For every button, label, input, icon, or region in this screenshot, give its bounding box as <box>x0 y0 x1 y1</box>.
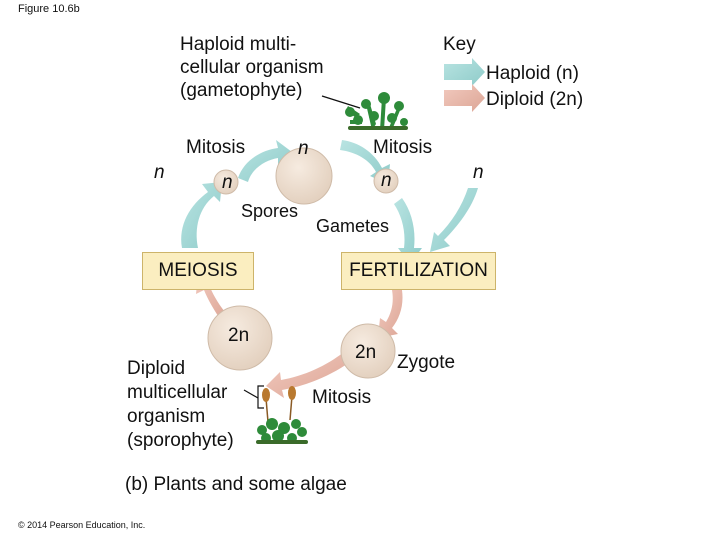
diploid-key-arrow <box>444 84 485 112</box>
spore-cell-n <box>275 147 333 205</box>
spore-left-ploidy-label: n <box>154 162 165 183</box>
caption: (b) Plants and some algae <box>125 474 347 495</box>
fertilization-box: FERTILIZATION <box>341 252 496 290</box>
mitosis-bottom-label: Mitosis <box>312 387 372 408</box>
key-title: Key <box>443 34 476 55</box>
spores-label: Spores <box>241 201 299 221</box>
diploid-arrow-fertilization-to-zygote <box>378 290 403 338</box>
key-diploid-label: Diploid (2n) <box>486 89 584 110</box>
sporophyte-pointer-line <box>243 389 259 399</box>
gametophyte-pointer-line <box>321 95 361 109</box>
sporophyte-moss-icon <box>256 386 308 444</box>
gamete-ploidy-label: n <box>381 170 392 191</box>
sporophyte-label-line3: organism <box>127 406 206 427</box>
sporophyte-label-line4: (sporophyte) <box>127 430 234 451</box>
zygote-label: Zygote <box>397 352 456 373</box>
gamete-right-ploidy-label: n <box>473 162 484 183</box>
gametophyte-label-line3: (gametophyte) <box>180 80 303 101</box>
gametophyte-moss-icon <box>345 92 408 130</box>
spore-ploidy-label: n <box>222 172 233 193</box>
gametophyte-label-line2: cellular organism <box>180 57 324 78</box>
gametophyte-ploidy-label: n <box>298 138 309 159</box>
haploid-arrow-gamete-right-to-fertilization <box>430 188 478 252</box>
meiosis-box: MEIOSIS <box>142 252 254 290</box>
gametophyte-label-line1: Haploid multi- <box>180 34 297 55</box>
zygote-cell-2n <box>340 323 396 379</box>
sporophyte-ploidy-label: 2n <box>228 325 250 346</box>
sporophyte-cell-2n <box>207 305 273 371</box>
copyright-text: © 2014 Pearson Education, Inc. <box>18 520 146 530</box>
mitosis-right-label: Mitosis <box>373 137 433 158</box>
mitosis-left-label: Mitosis <box>186 137 246 158</box>
figure-label: Figure 10.6b <box>18 3 80 15</box>
sporophyte-label-line1: Diploid <box>127 358 186 379</box>
haploid-arrow-meiosis-to-spore <box>181 182 222 248</box>
diploid-arrow-zygote-to-sporophyte <box>266 352 350 398</box>
haploid-arrow-gamete-left-to-fertilization <box>394 198 422 264</box>
haploid-key-arrow <box>444 58 485 86</box>
gamete-cell-n <box>373 168 399 194</box>
spore-cell-small-n <box>213 169 239 195</box>
gametes-label: Gametes <box>316 216 390 236</box>
sporophyte-label-line2: multicellular <box>127 382 228 403</box>
haploid-arrow-spore-to-gametophyte <box>238 140 292 182</box>
zygote-ploidy-label: 2n <box>355 342 377 363</box>
sporophyte-bracket <box>257 385 264 409</box>
key-haploid-label: Haploid (n) <box>486 63 579 84</box>
